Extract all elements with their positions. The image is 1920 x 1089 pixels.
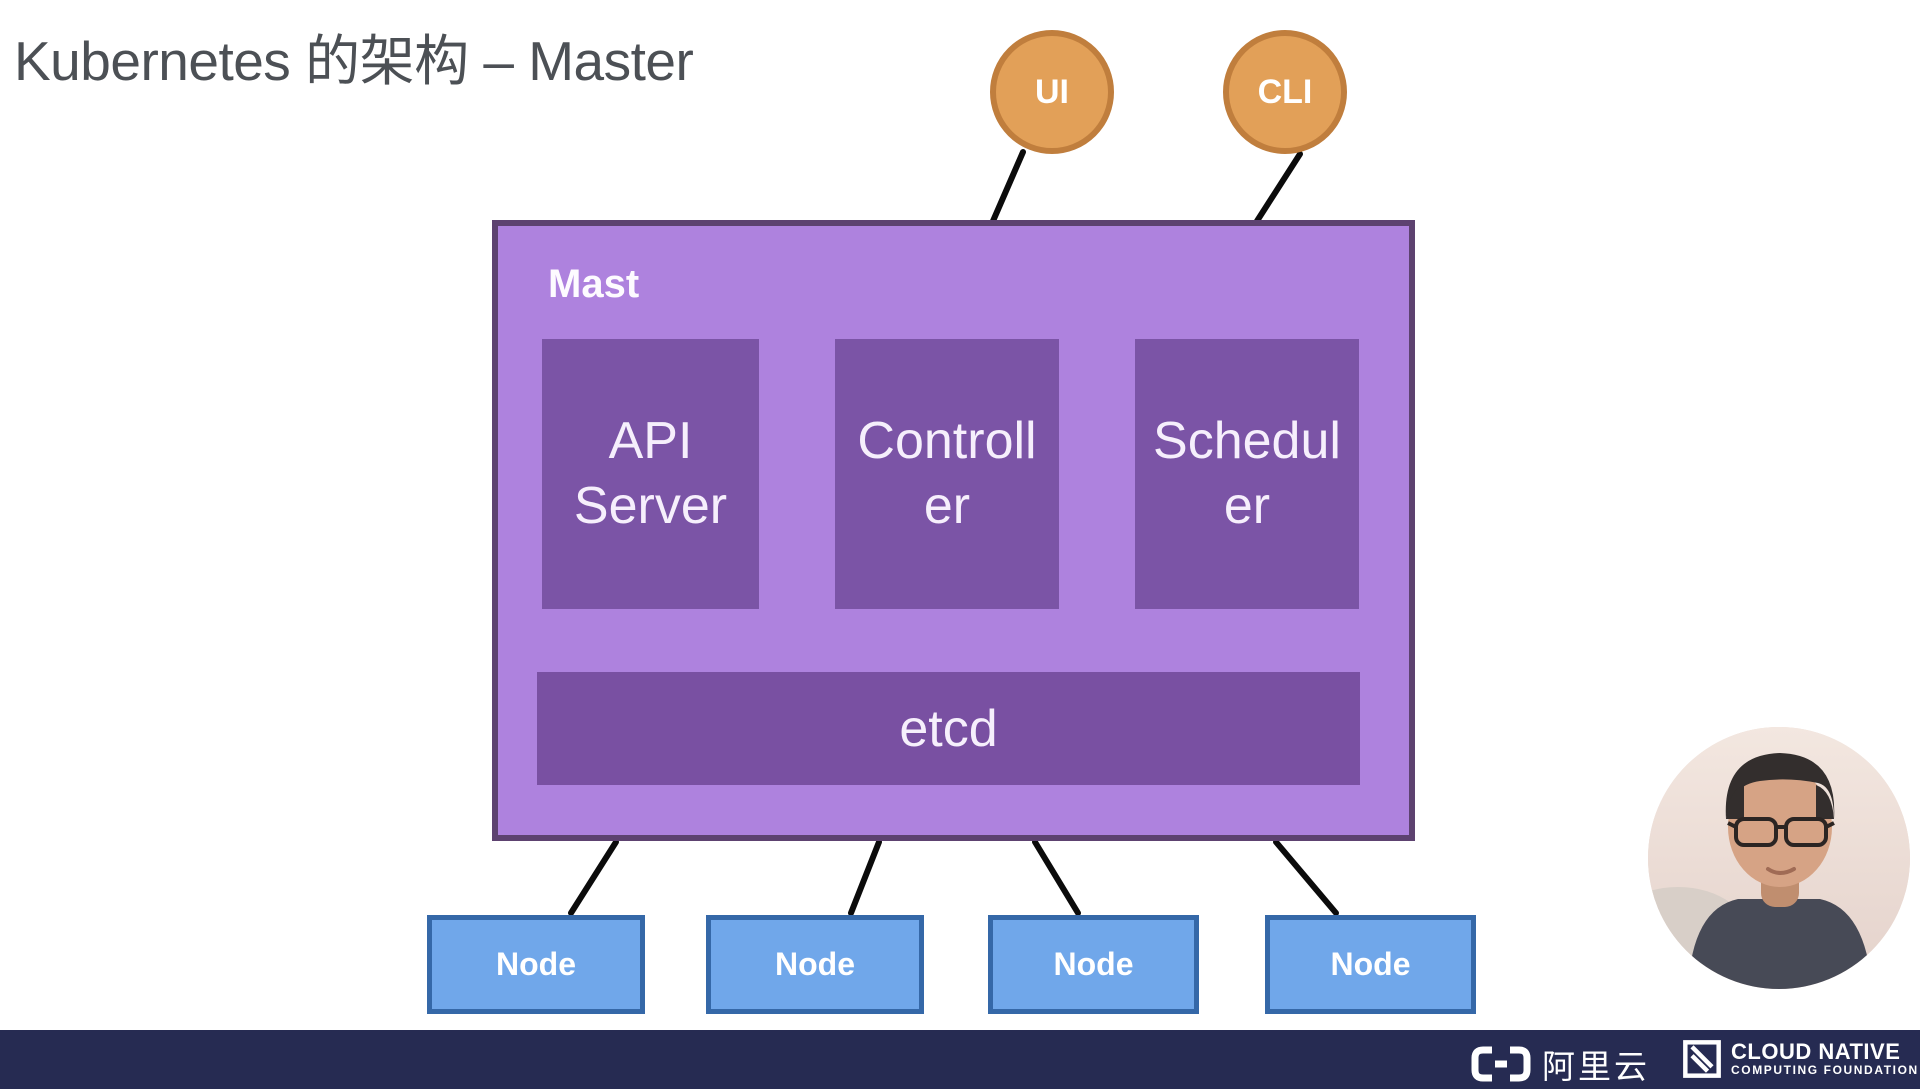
component-api-server: API Server bbox=[542, 339, 759, 609]
connector-master-node-3 bbox=[1032, 839, 1081, 916]
alibaba-cloud-logo: 阿里云 bbox=[1470, 1040, 1650, 1088]
connector-cli-master bbox=[1254, 151, 1303, 224]
node-box-2: Node bbox=[706, 915, 924, 1014]
component-scheduler-line1: Schedul bbox=[1153, 412, 1341, 470]
client-ui-circle: UI bbox=[990, 30, 1114, 154]
etcd-label: etcd bbox=[899, 699, 998, 758]
component-api-server-line2: Server bbox=[573, 477, 728, 535]
component-controller-line1: Controll bbox=[857, 412, 1037, 470]
component-controller-line2: er bbox=[923, 477, 971, 535]
component-api-server-line1: API bbox=[608, 412, 693, 470]
cncf-wordmark: CLOUD NATIVE COMPUTING FOUNDATION bbox=[1731, 1040, 1919, 1079]
alibaba-brackets-icon bbox=[1471, 1046, 1531, 1082]
client-ui-label: UI bbox=[1035, 72, 1069, 111]
etcd-bar: etcd bbox=[537, 672, 1360, 785]
node-1-label: Node bbox=[496, 946, 576, 982]
cncf-line2: COMPUTING FOUNDATION bbox=[1731, 1062, 1919, 1077]
connector-master-node-4 bbox=[1273, 839, 1339, 916]
node-box-3: Node bbox=[988, 915, 1199, 1014]
component-scheduler-line2: er bbox=[1223, 477, 1271, 535]
node-box-4: Node bbox=[1265, 915, 1476, 1014]
cncf-mark-icon bbox=[1683, 1040, 1721, 1078]
node-4-label: Node bbox=[1330, 946, 1411, 982]
connector-master-node-1 bbox=[568, 839, 619, 916]
master-label: Mast bbox=[548, 262, 640, 306]
presenter-webcam bbox=[1648, 727, 1910, 989]
node-3-label: Node bbox=[1053, 946, 1134, 982]
alibaba-cloud-label: 阿里云 bbox=[1542, 1048, 1650, 1085]
connector-master-node-2 bbox=[848, 839, 882, 916]
client-cli-label: CLI bbox=[1257, 72, 1313, 111]
node-2-label: Node bbox=[775, 946, 855, 982]
client-cli-circle: CLI bbox=[1223, 30, 1347, 154]
master-box: Mast API Server Controll er Schedul er e… bbox=[492, 220, 1415, 841]
node-box-1: Node bbox=[427, 915, 645, 1014]
component-scheduler: Schedul er bbox=[1135, 339, 1359, 609]
footer-bar: 阿里云 CLOUD NATIVE COMPUTING FOUNDATION bbox=[0, 1030, 1920, 1089]
presenter-portrait-icon bbox=[1648, 727, 1910, 989]
cncf-line1: CLOUD NATIVE bbox=[1731, 1038, 1901, 1064]
cncf-logo: CLOUD NATIVE COMPUTING FOUNDATION bbox=[1682, 1039, 1919, 1079]
component-controller: Controll er bbox=[835, 339, 1059, 609]
connector-ui-master bbox=[990, 149, 1026, 224]
slide-title: Kubernetes 的架构 – Master bbox=[14, 30, 694, 92]
